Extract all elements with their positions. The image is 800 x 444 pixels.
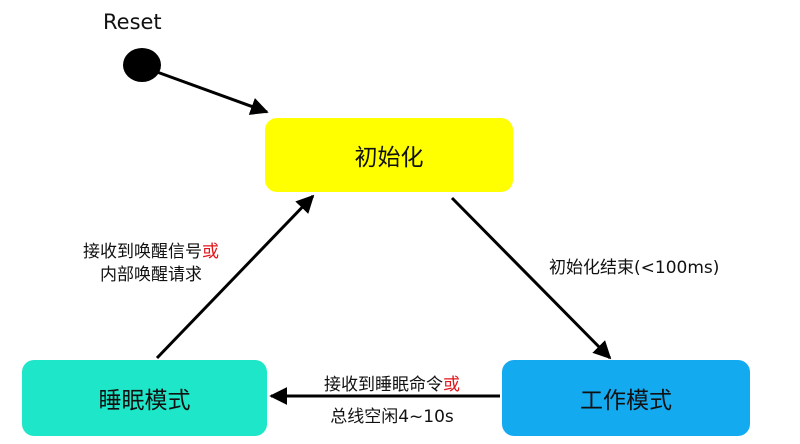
transition-work-to-sleep-label-line1: 接收到睡眠命令或 [292,370,492,395]
sleep-command-text: 接收到睡眠命令 [324,375,443,395]
reset-dot [123,48,161,82]
transition-init-to-work-label: 初始化结束(<100ms) [549,258,720,278]
state-work-label: 工作模式 [580,388,672,414]
reset-label: Reset [103,10,162,34]
transition-sleep-to-init-label: 接收到唤醒信号或 内部唤醒请求 [56,241,246,287]
sleep-or-text: 或 [443,375,460,395]
state-work: 工作模式 [502,360,750,436]
wake-signal-text: 接收到唤醒信号 [83,242,202,262]
state-sleep: 睡眠模式 [22,360,267,436]
internal-wake-text: 内部唤醒请求 [100,265,202,285]
state-init-label: 初始化 [354,145,424,171]
state-init: 初始化 [265,118,513,192]
state-sleep-label: 睡眠模式 [98,388,191,414]
transition-work-to-sleep-label-line2: 总线空闲4~10s [330,407,454,427]
wake-or-text: 或 [202,242,219,262]
arrow-sleep-to-init [155,194,315,360]
arrow-reset-to-init [156,70,269,115]
arrow-init-to-work [450,196,612,360]
